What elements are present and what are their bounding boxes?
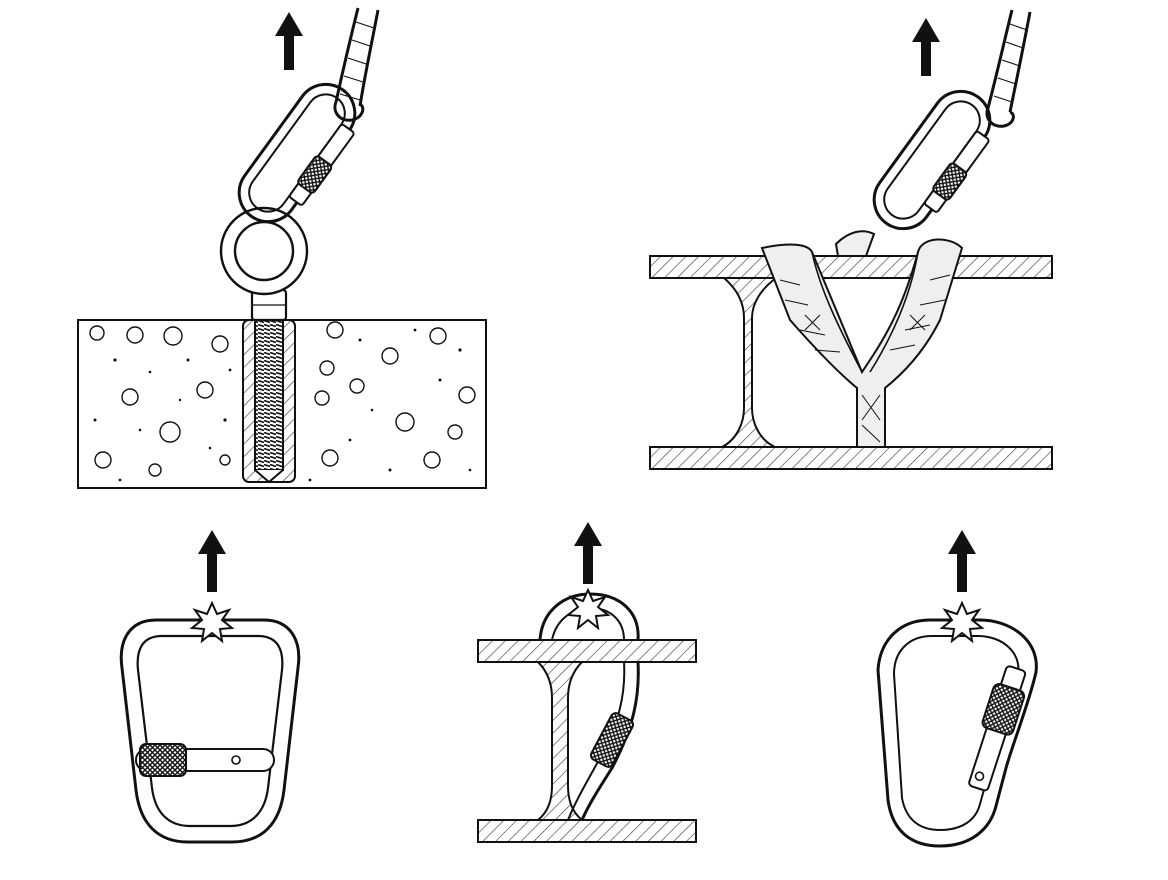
carabiner-spine-icon [567,661,640,821]
panel-cross-loaded-carabiner [119,530,301,844]
stress-burst-icon [939,600,985,644]
rope-icon [333,7,380,122]
webbing-sling-icon [760,230,964,448]
hms-carabiner-icon [876,618,1038,848]
panel-girder-sling-anchor [649,9,1053,470]
threaded-hole-icon [242,317,296,484]
eye-bolt-icon [219,206,309,322]
load-arrow-icon [948,530,976,592]
load-arrow-icon [912,18,940,76]
oval-carabiner-icon [119,618,301,844]
stress-burst-icon [189,600,235,644]
rope-icon [985,9,1032,128]
panel-eyebolt-anchor [77,7,487,489]
load-arrow-icon [275,12,303,70]
load-arrow-icon [574,522,602,584]
panel-carabiner-over-beam-edge [477,522,697,843]
panel-gate-loaded-carabiner [876,530,1038,848]
stress-burst-icon [565,587,611,631]
screwgate-carabiner-icon [872,89,992,231]
load-arrow-icon [198,530,226,592]
